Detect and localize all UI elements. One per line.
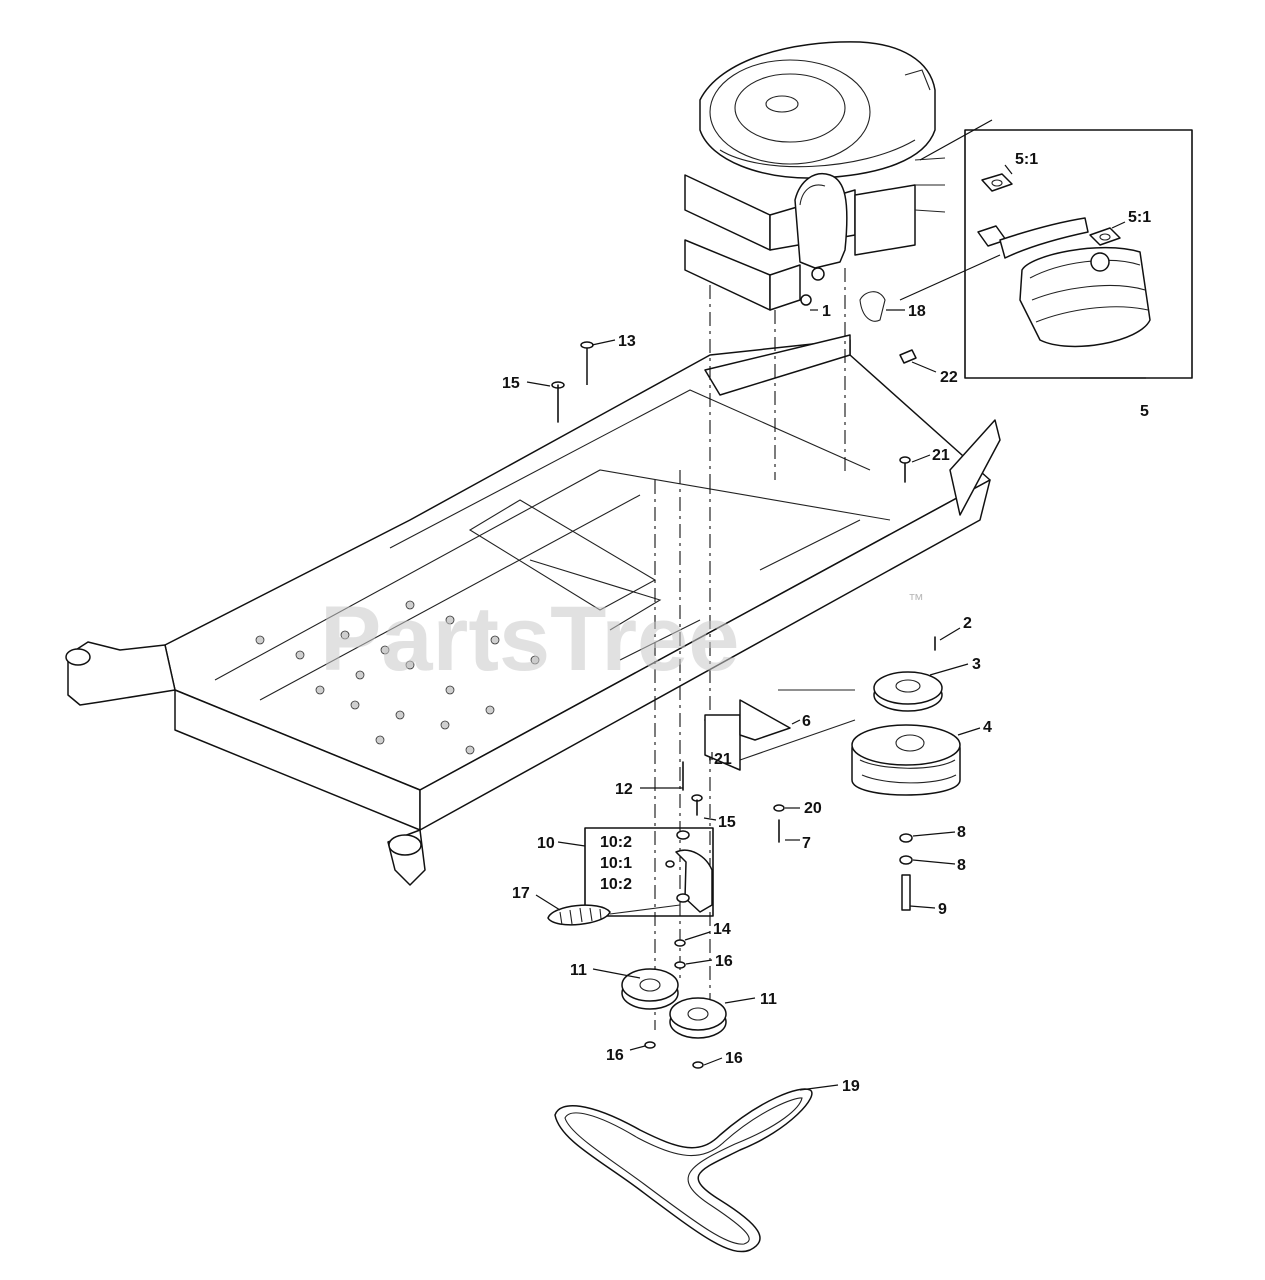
- callout-6: 6: [802, 713, 811, 730]
- callout-16-c: 16: [725, 1050, 743, 1067]
- idler-bracket-10: [584, 827, 714, 917]
- callout-3: 3: [972, 656, 981, 673]
- callout-16-a: 16: [715, 953, 733, 970]
- callout-11-a: 11: [570, 962, 587, 979]
- callouts: 5:1 5:1 5 1 18 22 13 15 21 2 3 4 6 21 12…: [502, 151, 1151, 1095]
- callout-10-2-b: 10:2: [600, 876, 632, 893]
- muffler-kit: [899, 119, 1193, 379]
- callout-15-a: 15: [502, 375, 520, 392]
- watermark-trademark: ™: [908, 592, 924, 609]
- callout-12: 12: [615, 781, 633, 798]
- callout-16-b: 16: [606, 1047, 624, 1064]
- pulley-3: [873, 671, 943, 712]
- frame: [65, 334, 1001, 886]
- deck-holes: [255, 600, 540, 755]
- callout-17: 17: [512, 885, 530, 902]
- callout-14: 14: [713, 921, 731, 938]
- callout-19: 19: [842, 1078, 860, 1095]
- callout-8-b: 8: [957, 857, 966, 874]
- callout-11-b: 11: [760, 991, 777, 1008]
- watermark-text: PartsTree: [320, 588, 739, 690]
- callout-21-a: 21: [932, 447, 950, 464]
- callout-9: 9: [938, 901, 947, 918]
- drive-belt-19: [554, 1088, 813, 1253]
- callout-1: 1: [822, 303, 831, 320]
- hardware: [551, 341, 936, 843]
- callout-5-1-b: 5:1: [1128, 209, 1151, 226]
- engine: [684, 41, 946, 322]
- clutch-4: [851, 724, 961, 796]
- callout-10-2-a: 10:2: [600, 834, 632, 851]
- callout-22: 22: [940, 369, 958, 386]
- callout-20: 20: [804, 800, 822, 817]
- callout-10: 10: [537, 835, 555, 852]
- callout-8-a: 8: [957, 824, 966, 841]
- callout-7: 7: [802, 835, 811, 852]
- callout-5: 5: [1140, 403, 1149, 420]
- leader-lines: [526, 164, 1126, 1091]
- callout-10-1: 10:1: [600, 855, 632, 872]
- callout-18: 18: [908, 303, 926, 320]
- callout-21-b: 21: [714, 751, 732, 768]
- washers-and-bolt: [899, 833, 913, 911]
- callout-4: 4: [983, 719, 992, 736]
- callout-5-1-a: 5:1: [1015, 151, 1038, 168]
- callout-13: 13: [618, 333, 636, 350]
- callout-15-b: 15: [718, 814, 736, 831]
- callout-2: 2: [963, 615, 972, 632]
- spring-17: [547, 904, 681, 926]
